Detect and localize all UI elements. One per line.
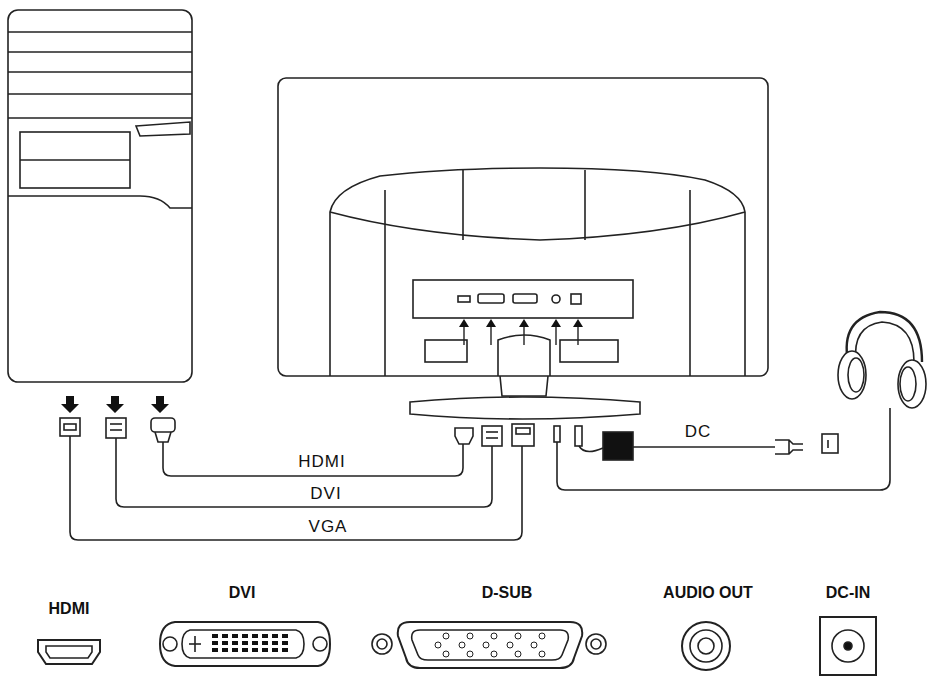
cable-label: VGA — [307, 518, 350, 537]
cable-label: DC — [683, 423, 714, 442]
port-label: D-SUB — [480, 584, 535, 602]
cable-label: HDMI — [296, 453, 347, 472]
port-label: DC-IN — [824, 584, 872, 602]
port-label: DVI — [227, 584, 258, 602]
port-label: HDMI — [47, 600, 92, 618]
port-label: AUDIO OUT — [661, 584, 755, 602]
cable-label: DVI — [308, 485, 343, 504]
